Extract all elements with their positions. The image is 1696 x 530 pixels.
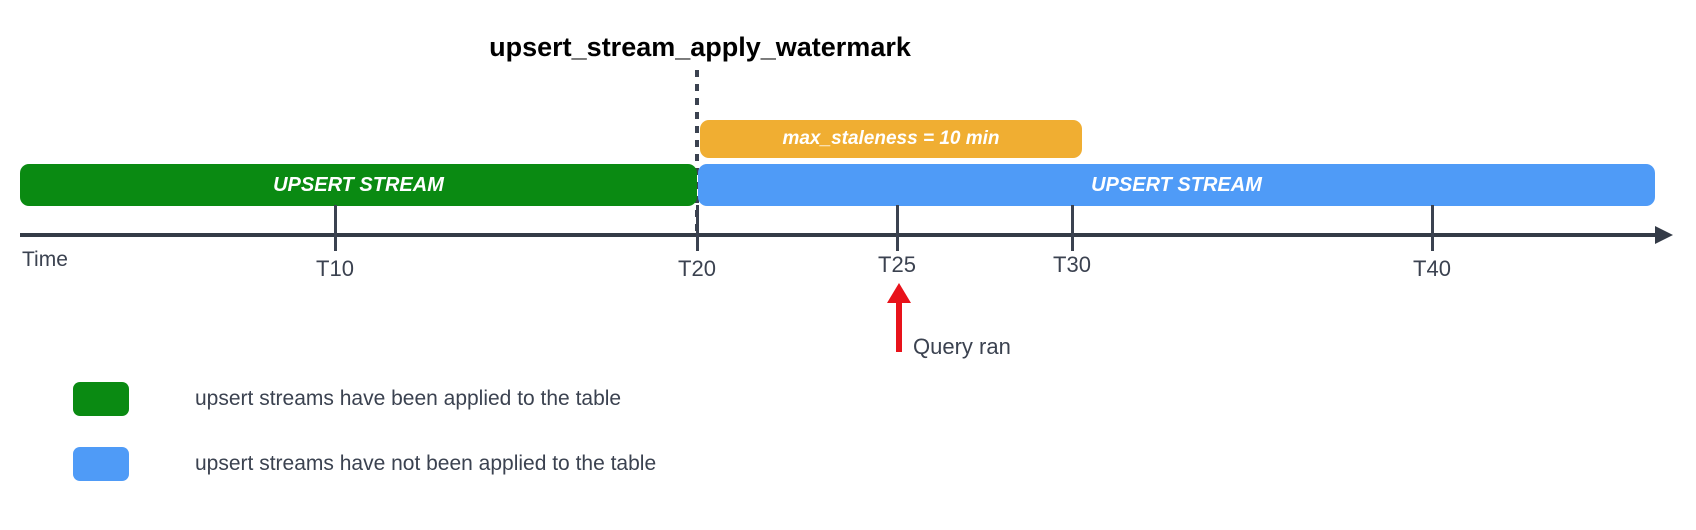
query-ran-arrow-shaft [896,300,902,352]
legend-swatch-not-applied-icon [73,447,129,481]
time-axis-line [20,233,1664,237]
watermark-dotted-line [695,70,699,236]
axis-tick-label-t20: T20 [678,256,716,281]
max-staleness-label: max_staleness = 10 min [782,128,1000,149]
axis-tick-t40 [1431,205,1434,251]
legend-item-not-applied: upsert streams have not been applied to … [73,447,656,481]
page-title: upsert_stream_apply_watermark [489,32,911,62]
axis-tick-t20 [696,205,699,251]
axis-tick-t25 [896,205,899,251]
time-axis-label: Time [22,248,68,271]
axis-tick-label-t40: T40 [1413,256,1451,281]
query-ran-label: Query ran [913,334,1011,359]
query-ran-arrow-icon [887,283,911,303]
unapplied-upsert-stream-bar: UPSERT STREAM [698,164,1655,206]
applied-upsert-stream-bar: UPSERT STREAM [20,164,697,206]
legend-label-not-applied: upsert streams have not been applied to … [195,452,657,475]
max-staleness-bar: max_staleness = 10 min [700,120,1082,158]
legend-label-applied: upsert streams have been applied to the … [195,387,622,410]
legend-item-applied: upsert streams have been applied to the … [73,382,621,416]
axis-tick-label-t25: T25 [878,252,916,277]
axis-tick-label-t10: T10 [316,256,354,281]
time-axis-arrowhead-icon [1655,226,1673,244]
unapplied-upsert-stream-label: UPSERT STREAM [1091,173,1262,196]
axis-tick-t30 [1071,205,1074,251]
axis-tick-label-t30: T30 [1053,252,1091,277]
applied-upsert-stream-label: UPSERT STREAM [273,173,444,196]
legend-swatch-applied-icon [73,382,129,416]
axis-tick-t10 [334,205,337,251]
